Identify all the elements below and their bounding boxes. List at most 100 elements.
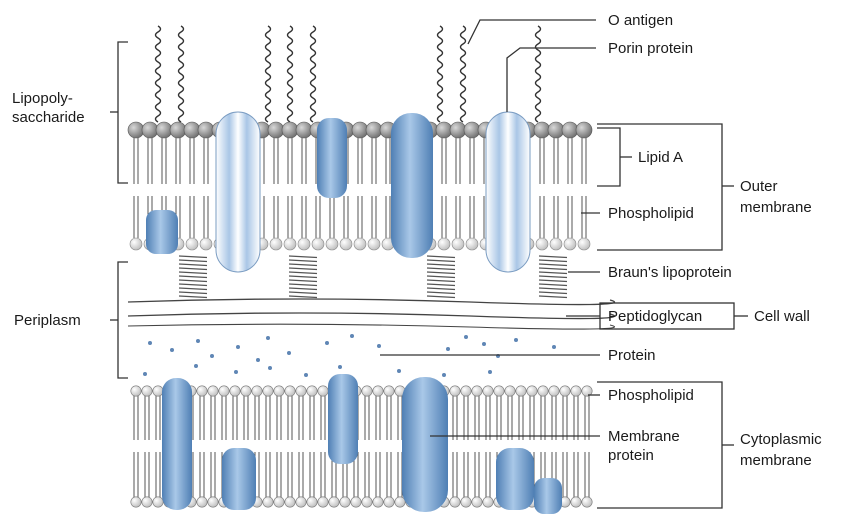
o-antigen-chain (266, 26, 271, 122)
lipid-a-head (366, 122, 382, 138)
inner-head (197, 497, 207, 507)
coil-turn (539, 280, 567, 282)
coil-turn (539, 260, 567, 262)
protein-dot (482, 342, 486, 346)
inner-head (538, 386, 548, 396)
inner-head (505, 386, 515, 396)
inner-head (483, 497, 493, 507)
inner-head (296, 497, 306, 507)
coil-turn (289, 296, 317, 298)
protein-dot (266, 336, 270, 340)
lipid-a-head (548, 122, 564, 138)
peptidoglycan-layer (128, 299, 615, 329)
membrane-protein-1 (162, 378, 192, 510)
inner-head (318, 497, 328, 507)
label-peptidoglycan: Peptidoglycan (608, 308, 702, 325)
inner-head (142, 497, 152, 507)
label-outer-membrane-1: Outer (740, 178, 778, 195)
inner-head (153, 497, 163, 507)
lipid-a-head (142, 122, 158, 138)
label-membrane-protein-1: Membrane (608, 428, 680, 445)
label-o-antigen: O antigen (608, 12, 673, 29)
phospholipid-head (578, 238, 590, 250)
membrane-protein-2 (222, 448, 256, 510)
label-lipid-a: Lipid A (638, 149, 683, 166)
coil-turn (427, 256, 455, 258)
protein-dot (287, 351, 291, 355)
phospholipid-head (550, 238, 562, 250)
lipid-a-head (128, 122, 144, 138)
inner-head (483, 386, 493, 396)
inner-head (241, 386, 251, 396)
phospholipid-head (452, 238, 464, 250)
label-periplasm: Periplasm (14, 312, 81, 329)
coil-turn (539, 272, 567, 274)
lipid-a-head (534, 122, 550, 138)
coil-turn (539, 268, 567, 270)
coil-turn (179, 284, 207, 286)
coil-turn (427, 292, 455, 294)
protein-dot (194, 364, 198, 368)
o-antigen-chain (536, 26, 541, 122)
coil-turn (179, 260, 207, 262)
o-antigen-chain (288, 26, 293, 122)
inner-head (318, 386, 328, 396)
coil-turn (179, 296, 207, 298)
o-antigen-chain (179, 26, 184, 122)
coil-turn (179, 280, 207, 282)
label-brauns-lipoprotein: Braun's lipoprotein (608, 264, 732, 281)
outer-protein-large (391, 113, 433, 258)
inner-head (527, 386, 537, 396)
inner-head (131, 386, 141, 396)
membrane-protein-5 (496, 448, 534, 510)
lipid-a-head (282, 122, 298, 138)
inner-head (307, 497, 317, 507)
inner-head (340, 497, 350, 507)
inner-head (285, 386, 295, 396)
coil-turn (289, 272, 317, 274)
protein-dot (234, 370, 238, 374)
coil-turn (539, 256, 567, 258)
coil-turn (427, 284, 455, 286)
coil-turn (539, 264, 567, 266)
inner-head (384, 497, 394, 507)
label-outer-membrane-2: membrane (740, 199, 812, 216)
protein-dot (464, 335, 468, 339)
lipid-a-head (156, 122, 172, 138)
coil-turn (179, 264, 207, 266)
coil-turn (289, 260, 317, 262)
protein-dot (377, 344, 381, 348)
o-antigen-chain (461, 26, 466, 122)
inner-head (274, 386, 284, 396)
phospholipid-head (466, 238, 478, 250)
coil-turn (289, 280, 317, 282)
inner-head (252, 386, 262, 396)
phospholipid-head (564, 238, 576, 250)
phospholipid-head (438, 238, 450, 250)
label-phospholipid-outer: Phospholipid (608, 205, 694, 222)
phospholipid-head (326, 238, 338, 250)
lipid-a-head (450, 122, 466, 138)
coil-turn (289, 276, 317, 278)
protein-dot (304, 373, 308, 377)
phospholipid-head (298, 238, 310, 250)
coil-turn (179, 256, 207, 258)
porin-right (486, 112, 530, 272)
inner-head (450, 386, 460, 396)
coil-turn (179, 268, 207, 270)
phospholipid-head (270, 238, 282, 250)
coil-turn (289, 256, 317, 258)
o-antigen-chain (311, 26, 316, 122)
coil-turn (427, 288, 455, 290)
inner-head (131, 497, 141, 507)
inner-head (472, 386, 482, 396)
inner-head (263, 497, 273, 507)
coil-turn (539, 296, 567, 298)
inner-head (461, 497, 471, 507)
protein-dot (488, 370, 492, 374)
inner-head (461, 386, 471, 396)
inner-head (560, 386, 570, 396)
inner-head (384, 386, 394, 396)
phospholipid-head (130, 238, 142, 250)
protein-dot (170, 348, 174, 352)
